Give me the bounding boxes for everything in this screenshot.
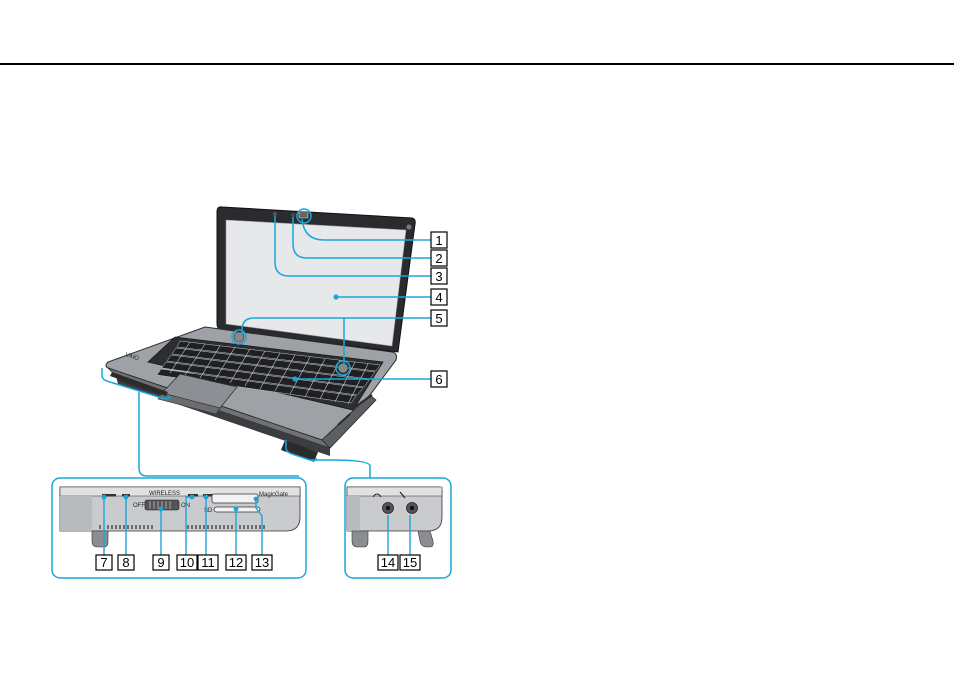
callout-10: 10 [180, 555, 194, 570]
callout-11: 11 [201, 555, 215, 570]
camera-indicator [273, 212, 277, 216]
callout-14: 14 [381, 555, 395, 570]
callout-6: 6 [435, 372, 442, 387]
callout-12: 12 [229, 555, 243, 570]
callout-4: 4 [435, 290, 442, 305]
callout-7: 7 [100, 555, 107, 570]
front-right-detail: 14 15 [345, 478, 451, 578]
callout-15: 15 [403, 555, 417, 570]
callout-8: 8 [122, 555, 129, 570]
off-mark: OFF [133, 503, 145, 509]
memory-stick-slot [212, 494, 258, 503]
laptop-illustration: VAIO [106, 207, 415, 462]
built-in-microphone [291, 213, 296, 218]
callout-13: 13 [255, 555, 269, 570]
callout-group-top: 1 2 3 4 5 6 [431, 232, 447, 387]
callout-2: 2 [435, 251, 442, 266]
wireless-mark: WIRELESS [149, 491, 180, 497]
callout-5: 5 [435, 311, 442, 326]
callout-3: 3 [435, 269, 442, 284]
front-left-detail: WIRELESS OFF ON MagicGate SD [52, 478, 306, 578]
built-in-camera [299, 211, 308, 218]
ms-mark: MagicGate [259, 492, 289, 498]
callout-9: 9 [157, 555, 164, 570]
callout-1: 1 [435, 233, 442, 248]
hinge-screw [406, 224, 411, 229]
